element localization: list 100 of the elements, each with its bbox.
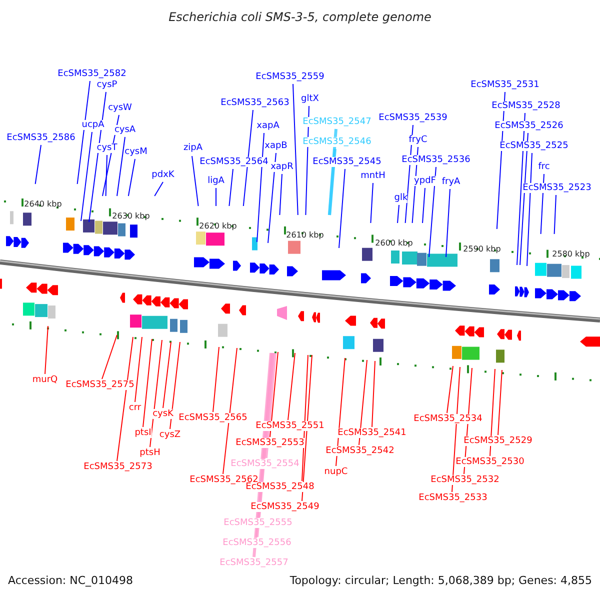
gene-label: EcSMS35_2541: [338, 428, 406, 438]
gene-label: cysM: [124, 147, 148, 157]
gene-label: EcSMS35_2563: [220, 98, 290, 108]
gene-label: EcSMS35_2554: [230, 459, 300, 469]
gene-label: EcSMS35_2529: [464, 436, 532, 446]
gene-label: EcSMS35_2559: [256, 72, 324, 82]
gene-label: ypdF: [414, 176, 436, 186]
gene-label: ptsH: [140, 448, 160, 458]
leader-line: [422, 188, 426, 224]
gene-label: cysK: [152, 409, 174, 419]
leader-line: [302, 354, 308, 482]
gene-label: cysW: [108, 103, 132, 113]
leader-line: [142, 338, 152, 428]
leader-line: [44, 326, 48, 374]
gene-label: cysZ: [159, 430, 181, 440]
leader-line: [397, 204, 400, 224]
gene-label: murQ: [32, 375, 58, 385]
leader-line: [80, 132, 92, 222]
leader-line: [212, 346, 220, 412]
accession-note: Accession: NC_010498: [8, 574, 134, 587]
gene-label: glk: [394, 193, 408, 203]
gene-label: EcSMS35_2545: [312, 157, 382, 167]
gene-label: cysT: [96, 143, 118, 153]
gene-label: EcSMS35_2536: [402, 155, 470, 165]
genome-summary: Topology: circular; Length: 5,068,389 bp; Genes: 4,855: [290, 574, 592, 587]
gene-label: nupC: [324, 467, 348, 477]
leader-line: [292, 84, 298, 216]
gene-label: EcSMS35_2525: [500, 141, 568, 151]
leader-line: [358, 360, 368, 446]
leader-line: [34, 144, 42, 184]
scale-label: 2590 kbp: [463, 244, 501, 254]
leader-line: [338, 168, 346, 248]
scale-label: 2600 kbp: [375, 238, 413, 248]
gene-label: EcSMS35_2555: [224, 518, 292, 528]
leader-line: [192, 156, 199, 206]
leader-line: [328, 128, 338, 216]
leader-line: [222, 348, 238, 474]
gene-label: xapA: [256, 121, 280, 131]
gene-label: EcSMS35_2523: [522, 183, 592, 193]
leader-line: [490, 368, 496, 456]
leader-line: [370, 182, 374, 224]
leader-line: [102, 114, 120, 196]
gene-label: ucpA: [82, 120, 104, 130]
leader-line: [162, 342, 172, 408]
gene-label: mntH: [360, 171, 386, 181]
leader-line: [116, 136, 126, 196]
scale-label: 2610 kbp: [286, 230, 324, 240]
leader-line: [150, 340, 162, 448]
leader-line: [268, 152, 276, 244]
scale-label: 2580 kbp: [552, 250, 590, 258]
leader-line: [404, 124, 414, 224]
leader-line: [228, 168, 234, 206]
gene-label: cysP: [96, 80, 118, 90]
gene-label: EcSMS35_2542: [326, 446, 394, 456]
gene-label: EcSMS35_2531: [470, 80, 540, 90]
gene-label: EcSMS35_2549: [250, 502, 320, 512]
gene-label: xapR: [270, 162, 294, 172]
leader-line: [516, 112, 526, 266]
gene-label: EcSMS35_2526: [494, 121, 564, 131]
gene-label: EcSMS35_2546: [302, 137, 372, 147]
gene-label: EcSMS35_2532: [430, 475, 500, 485]
gene-label: EcSMS35_2539: [378, 113, 448, 123]
gene-label: crr: [128, 403, 142, 413]
gene-label: EcSMS35_2573: [84, 462, 152, 472]
gene-label: EcSMS35_2530: [456, 457, 524, 467]
leader-line: [526, 152, 532, 266]
gene-label: xapB: [264, 141, 288, 151]
scale-label: 2630 kbp: [112, 212, 150, 220]
leader-line: [76, 80, 90, 184]
gene-label: ptsI: [134, 428, 152, 438]
gene-label: fryC: [408, 135, 428, 145]
scale-label: 2620 kbp: [199, 222, 237, 230]
gene-label: cysA: [114, 125, 136, 135]
gene-label: gltX: [301, 94, 319, 104]
leader-line: [102, 334, 118, 380]
leader-line: [170, 342, 180, 430]
gene-label: EcSMS35_2565: [178, 413, 248, 423]
leader-line: [134, 336, 142, 402]
leader-line: [288, 352, 296, 420]
gene-label: fryA: [442, 177, 460, 187]
gene-label: pdxK: [152, 170, 174, 180]
leader-line: [154, 182, 164, 196]
leader-line: [302, 354, 312, 502]
leader-line: [554, 194, 556, 234]
gene-label: EcSMS35_2533: [418, 493, 488, 503]
leader-line: [264, 352, 276, 458]
leader-line: [270, 352, 278, 438]
leader-line: [256, 132, 264, 242]
leader-line: [498, 370, 502, 436]
gene-label: EcSMS35_2528: [492, 101, 560, 111]
scale-label: 2640 kbp: [24, 200, 62, 208]
leader-line: [446, 188, 450, 258]
leader-line: [116, 336, 134, 462]
gene-label: EcSMS35_2582: [58, 69, 126, 79]
gene-label: EcSMS35_2556: [222, 538, 292, 548]
gene-label: EcSMS35_2547: [302, 117, 372, 127]
gene-label: ligA: [208, 176, 224, 186]
gene-label: EcSMS35_2557: [220, 558, 288, 568]
gene-label: EcSMS35_2586: [6, 133, 76, 143]
leader-line: [279, 174, 282, 216]
